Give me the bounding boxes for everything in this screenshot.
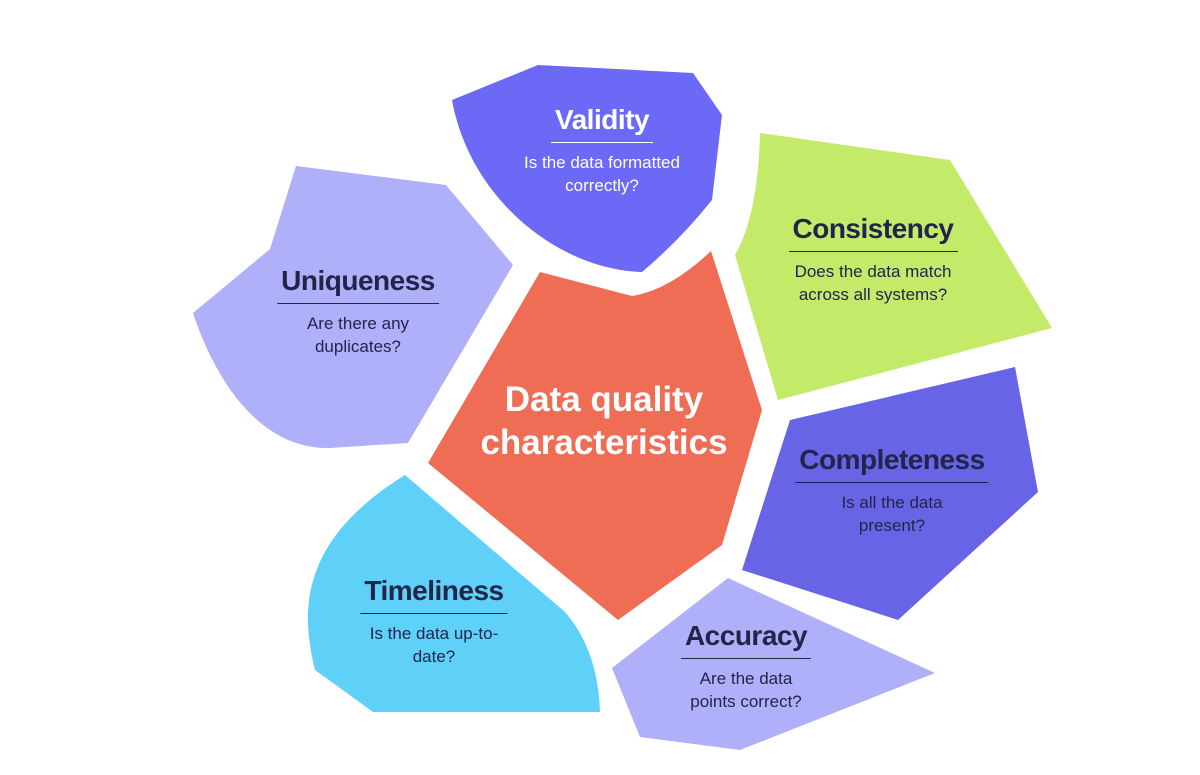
consistency-question: Does the data match across all systems?	[794, 262, 952, 304]
consistency-title: Consistency	[788, 213, 958, 252]
uniqueness-shape	[193, 166, 513, 449]
validity-title: Validity	[550, 104, 654, 143]
timeliness-card: Timeliness Is the data up-to-date?	[360, 575, 508, 668]
completeness-shape	[742, 367, 1038, 620]
validity-shape	[452, 65, 722, 272]
completeness-question: Is all the data present?	[841, 493, 943, 535]
uniqueness-title: Uniqueness	[277, 265, 439, 304]
timeliness-shape	[307, 475, 600, 712]
consistency-card: Consistency Does the data match across a…	[773, 213, 973, 306]
validity-question: Is the data formatted correctly?	[524, 153, 680, 195]
center-shape	[428, 251, 762, 620]
uniqueness-question: Are there any duplicates?	[306, 314, 410, 356]
timeliness-title: Timeliness	[360, 575, 508, 614]
accuracy-shape	[612, 578, 935, 750]
accuracy-card: Accuracy Are the data points correct?	[676, 620, 816, 713]
validity-card: Validity Is the data formatted correctly…	[507, 104, 697, 197]
center-title: Data quality characteristics	[480, 380, 728, 462]
accuracy-title: Accuracy	[680, 620, 812, 659]
timeliness-question: Is the data up-to-date?	[369, 624, 499, 666]
accuracy-question: Are the data points correct?	[690, 669, 802, 711]
uniqueness-card: Uniqueness Are there any duplicates?	[277, 265, 439, 358]
completeness-card: Completeness Is all the data present?	[795, 444, 989, 537]
completeness-title: Completeness	[795, 444, 989, 483]
consistency-shape	[735, 133, 1052, 400]
